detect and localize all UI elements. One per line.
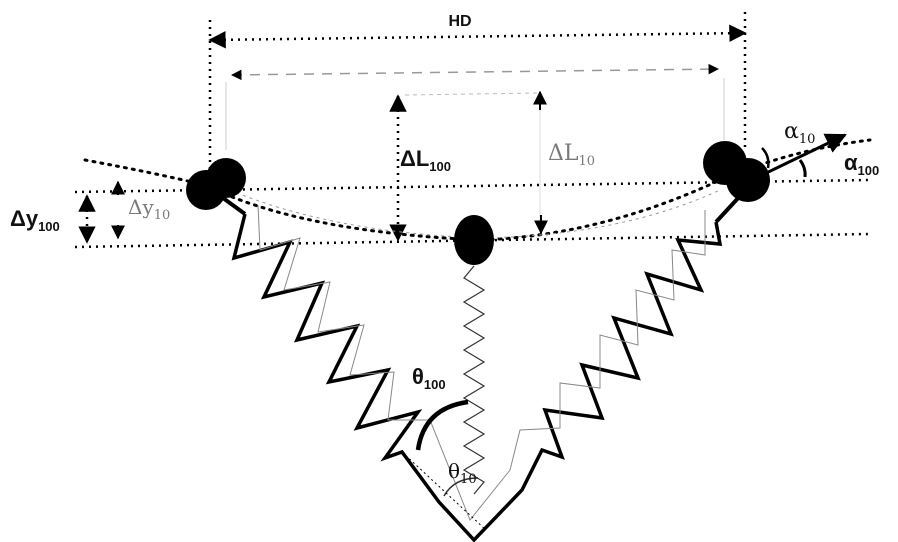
delta-y10-label: Δy10 — [128, 195, 170, 223]
delta-l10-label: ΔL10 — [548, 141, 595, 169]
hd-inner-faint-arrow — [230, 63, 720, 81]
alpha-100-label: α100 — [844, 150, 879, 178]
delta-l10-top-faint-line — [404, 92, 541, 96]
center-bead — [454, 215, 494, 265]
left-arm — [221, 196, 247, 216]
alpha-10-arc — [761, 147, 770, 169]
right-bead-pair — [703, 141, 770, 202]
theta-10-label: θ10 — [448, 459, 477, 487]
hd-label: HD — [448, 13, 471, 30]
delta-y100-label: Δy100 — [10, 206, 60, 234]
left-bead-pair — [186, 158, 246, 210]
right-arm — [714, 194, 742, 224]
theta-10-ray — [401, 451, 487, 531]
alpha-10-label: α10 — [784, 119, 815, 147]
alpha-arrow — [759, 133, 847, 178]
delta-l100-label: ΔL100 — [400, 146, 451, 174]
center-spring — [462, 265, 486, 495]
theta-100-label: θ100 — [412, 364, 446, 392]
hd-dimension-arrow — [208, 24, 747, 49]
inner-zigzag-chain — [257, 204, 706, 521]
outer-zigzag-chain — [231, 213, 723, 542]
chain-curve-10 — [229, 189, 721, 239]
theta-100-arc — [415, 399, 469, 451]
alpha-100-arc — [798, 159, 807, 178]
